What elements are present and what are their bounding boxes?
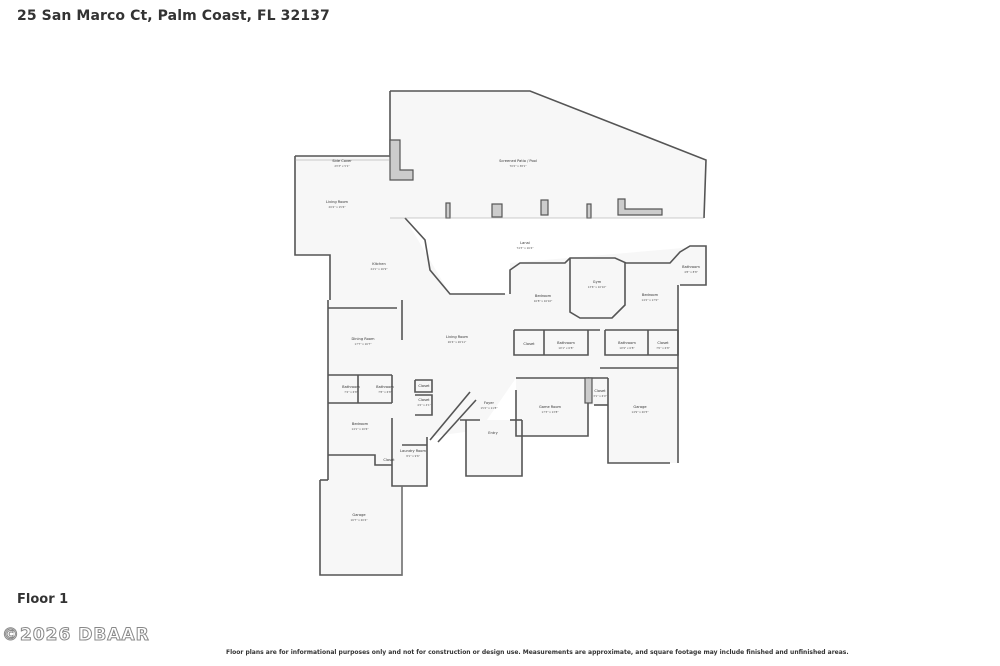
room-entry: Entry bbox=[488, 431, 498, 435]
room-side-cover: Side Cover bbox=[332, 159, 352, 163]
svg-text:7'0" x 6'8": 7'0" x 6'8" bbox=[656, 346, 670, 350]
room-closet-a: Closet bbox=[418, 384, 430, 388]
svg-text:17'7" x 16'7": 17'7" x 16'7" bbox=[355, 342, 372, 346]
room-gym: Gym bbox=[593, 280, 602, 284]
disclaimer: Floor plans are for informational purpos… bbox=[226, 649, 849, 656]
svg-text:7'4" x 6'8": 7'4" x 6'8" bbox=[344, 390, 358, 394]
room-closet-d: Closet bbox=[383, 458, 395, 462]
screen-edges bbox=[295, 159, 704, 575]
svg-text:15'2" x 11'8": 15'2" x 11'8" bbox=[481, 406, 498, 410]
svg-text:8'1" x 9'6": 8'1" x 9'6" bbox=[406, 454, 420, 458]
room-bath-right: Bathroom bbox=[618, 341, 636, 345]
floor-label: Floor 1 bbox=[17, 592, 69, 607]
svg-text:70'2" x 38'1": 70'2" x 38'1" bbox=[510, 164, 527, 168]
room-bedroom-right: Bedroom bbox=[642, 293, 659, 297]
room-garage-left: Garage bbox=[352, 513, 366, 517]
svg-text:16'7" x 20'4": 16'7" x 20'4" bbox=[351, 518, 368, 522]
room-laundry: Laundry Room bbox=[400, 449, 427, 453]
svg-text:4'8" x 8'8": 4'8" x 8'8" bbox=[684, 270, 698, 274]
room-labels: Screened Patio / Pool 70'2" x 38'1" Side… bbox=[326, 159, 700, 522]
room-game-room: Game Room bbox=[539, 405, 562, 409]
room-living-left: Living Room bbox=[326, 200, 349, 204]
room-garage-right: Garage bbox=[633, 405, 647, 409]
walls bbox=[294, 90, 707, 576]
svg-text:24'1" x 16'9": 24'1" x 16'9" bbox=[371, 267, 388, 271]
room-bedroom-mid: Bedroom bbox=[535, 294, 552, 298]
room-bedroom-left: Bedroom bbox=[352, 422, 369, 426]
svg-text:7'8" x 6'8": 7'8" x 6'8" bbox=[378, 390, 392, 394]
room-closet-mid: Closet bbox=[523, 342, 535, 346]
svg-text:13'6" x 10'10": 13'6" x 10'10" bbox=[588, 285, 607, 289]
room-closet-right: Closet bbox=[657, 341, 669, 345]
property-address: 25 San Marco Ct, Palm Coast, FL 32137 bbox=[17, 8, 330, 24]
room-screened-patio: Screened Patio / Pool bbox=[499, 159, 537, 163]
room-bath-mid: Bathroom bbox=[557, 341, 575, 345]
svg-text:10'1" x 6'8": 10'1" x 6'8" bbox=[558, 346, 573, 350]
svg-text:4'2" x 4'1": 4'2" x 4'1" bbox=[417, 403, 431, 407]
svg-text:74'3" x 16'4": 74'3" x 16'4" bbox=[517, 246, 534, 250]
svg-text:14'9" x 20'5": 14'9" x 20'5" bbox=[632, 410, 649, 414]
svg-text:26'4" x 26'11": 26'4" x 26'11" bbox=[448, 340, 467, 344]
floor-fill bbox=[295, 91, 706, 575]
room-closet-b: Closet bbox=[418, 398, 430, 402]
svg-text:14'2" x 17'0": 14'2" x 17'0" bbox=[642, 298, 659, 302]
room-bath-far-right: Bathroom bbox=[682, 265, 700, 269]
svg-text:3'1" x 6'0": 3'1" x 6'0" bbox=[593, 394, 607, 398]
svg-text:14'1" x 10'6": 14'1" x 10'6" bbox=[352, 427, 369, 431]
room-foyer: Foyer bbox=[484, 401, 494, 405]
svg-text:20'4" x 15'6": 20'4" x 15'6" bbox=[329, 205, 346, 209]
room-bath-left2: Bathroom bbox=[376, 385, 394, 389]
room-bath-left1: Bathroom bbox=[342, 385, 360, 389]
svg-text:16'8" x 16'10": 16'8" x 16'10" bbox=[534, 299, 553, 303]
room-kitchen: Kitchen bbox=[372, 262, 386, 266]
room-lanai: Lanai bbox=[520, 241, 530, 245]
room-dining: Dining Room bbox=[352, 337, 375, 341]
svg-text:10'9" x 6'8": 10'9" x 6'8" bbox=[619, 346, 634, 350]
watermark: ©2026 DBAAR bbox=[2, 625, 150, 646]
room-closet-c: Closet bbox=[594, 389, 606, 393]
svg-text:17'3" x 13'8": 17'3" x 13'8" bbox=[542, 410, 559, 414]
svg-text:23'3" x 5'1": 23'3" x 5'1" bbox=[334, 164, 349, 168]
room-living-main: Living Room bbox=[446, 335, 469, 339]
